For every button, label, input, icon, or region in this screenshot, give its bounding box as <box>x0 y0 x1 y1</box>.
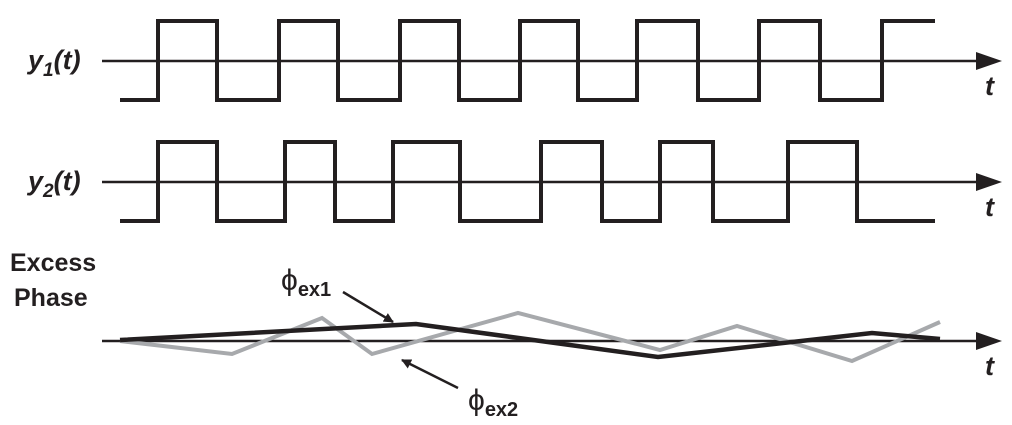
y2-axis-arrowhead <box>976 173 1002 191</box>
excess-phase-label-line2: Phase <box>14 284 88 312</box>
phase-axis-arrowhead <box>976 332 1002 350</box>
y2-t-label: t <box>985 192 995 222</box>
excess-phase-row: Excess Phase t ϕex1 ϕex2 <box>10 249 1002 421</box>
phi-ex1-pointer-arrow <box>342 290 394 324</box>
y1-label: y1(t) <box>26 45 81 81</box>
y2-square-wave <box>120 140 935 223</box>
y2-label: y2(t) <box>26 166 81 202</box>
phi-ex2-label: ϕex2 <box>468 384 518 421</box>
phi-ex1-trace <box>119 321 941 360</box>
phi-ex2-pointer-arrow <box>401 358 459 390</box>
y2-row: y2(t) t <box>26 140 1002 223</box>
phi-ex1-label: ϕex1 <box>281 264 331 301</box>
phase-t-label: t <box>985 351 995 381</box>
y1-axis-arrowhead <box>976 52 1002 70</box>
y1-square-wave <box>120 19 935 102</box>
excess-phase-label-line1: Excess <box>10 249 96 277</box>
y1-t-label: t <box>985 71 995 101</box>
y1-row: y1(t) t <box>26 19 1002 102</box>
phi-ex2-trace <box>119 310 941 364</box>
